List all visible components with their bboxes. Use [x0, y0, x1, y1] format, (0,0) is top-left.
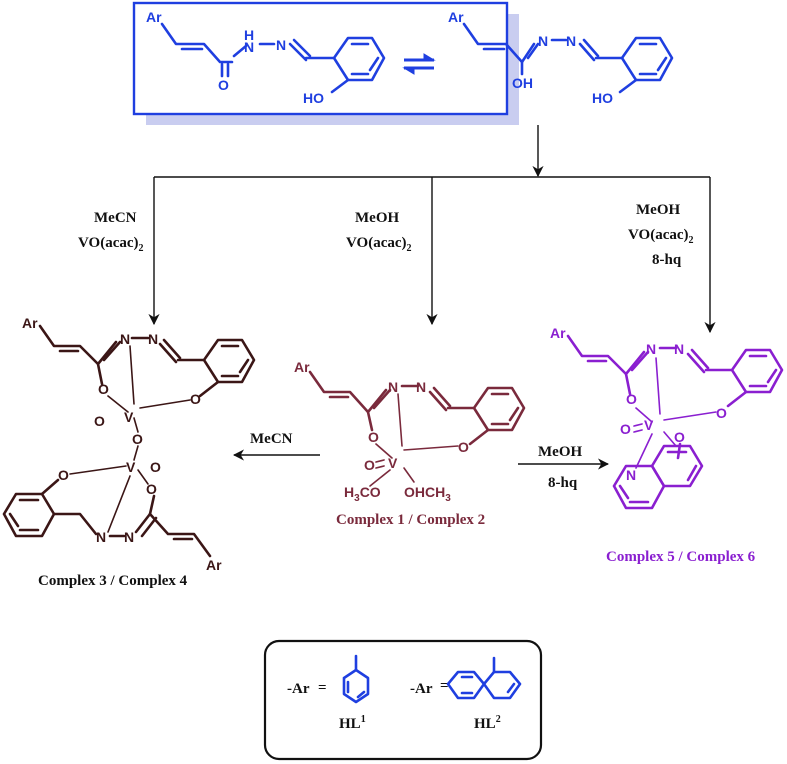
- nitrogen-label: N: [674, 341, 684, 357]
- phenol-label: HO: [592, 90, 613, 106]
- condition-solvent: MeCN: [94, 210, 137, 226]
- legend-ar-prefix: -Ar: [410, 681, 433, 697]
- phenol-label: HO: [303, 90, 324, 106]
- oxygen-label: O: [98, 381, 109, 397]
- legend-hl2: HL2: [474, 714, 501, 732]
- aryl-label: Ar: [550, 325, 566, 341]
- oxygen-label: O: [190, 391, 201, 407]
- condition-reagent: VO(acac)2: [346, 235, 412, 254]
- ligand-box: Ar H N N O HO: [132, 1, 674, 125]
- conditions-middle: MeOH VO(acac)2: [346, 210, 412, 254]
- vanadium-label: V: [124, 409, 134, 425]
- equilibrium-arrows-icon: [402, 53, 436, 75]
- enolate-oxygen-label: O: [368, 429, 379, 445]
- nitrogen-label: N: [388, 379, 398, 395]
- complex-3-4-structure: [2, 324, 256, 558]
- condition-solvent: MeOH: [636, 202, 680, 218]
- hydroxyquinoline-oxygen-label: O: [674, 429, 685, 445]
- condition-solvent: MeOH: [538, 444, 582, 460]
- aryl-label: Ar: [448, 9, 464, 25]
- nitrogen-label: N: [124, 529, 134, 545]
- aryl-legend: -Ar = HL1 -Ar = HL2: [263, 639, 543, 761]
- aryl-label: Ar: [294, 359, 310, 375]
- vanadium-label: V: [644, 417, 654, 433]
- aryl-label: Ar: [22, 315, 38, 331]
- aryl-label: Ar: [146, 9, 162, 25]
- nitrogen-label: N: [120, 331, 130, 347]
- condition-solvent: MeOH: [355, 210, 399, 226]
- nh-hydrogen-label: H: [244, 27, 254, 43]
- oxygen-label: O: [58, 467, 69, 483]
- methoxy-label: H3CO: [344, 484, 381, 504]
- enol-hydroxyl-label: OH: [512, 75, 533, 91]
- condition-reagent: VO(acac)2: [78, 235, 144, 254]
- complex-5-6-structure: [566, 334, 784, 510]
- vanadium-label: V: [388, 455, 398, 471]
- legend-equals: =: [440, 678, 449, 694]
- vanadium-label: V: [126, 459, 136, 475]
- complex-3-4-caption: Complex 3 / Complex 4: [38, 573, 188, 589]
- legend-frame: [263, 639, 543, 761]
- condition-reagent: VO(acac)2: [628, 227, 694, 246]
- complex-1-2-structure: [308, 370, 526, 487]
- ligand-keto-structure: [160, 22, 386, 94]
- oxygen-label: O: [626, 391, 637, 407]
- complex-5-6-labels: Ar N N O O O V O N: [550, 325, 727, 483]
- oxygen-label: O: [716, 405, 727, 421]
- complex-1-2-caption: Complex 1 / Complex 2: [336, 512, 485, 528]
- oxo-oxygen-label: O: [94, 413, 105, 429]
- reaction-arrows: [148, 125, 716, 470]
- enol-nitrogen-label: N: [538, 33, 548, 49]
- nitrogen-label: N: [646, 341, 656, 357]
- conditions-left: MeCN VO(acac)2: [78, 210, 144, 254]
- imine-nitrogen-label: N: [276, 37, 286, 53]
- nitrogen-label: N: [148, 331, 158, 347]
- oxygen-label: O: [146, 481, 157, 497]
- ligand-enol-structure: [462, 22, 674, 94]
- complex-3-4-labels: Ar N N O O O V O V O O O N N Ar: [22, 315, 222, 573]
- complex-5-6-caption: Complex 5 / Complex 6: [606, 549, 756, 565]
- oxo-oxygen-label: O: [620, 421, 631, 437]
- oxo-oxygen-label: O: [150, 459, 161, 475]
- complex-1-2-labels: Ar N N O O O V H3CO OHCH3: [294, 359, 469, 504]
- oxo-oxygen-label: O: [364, 457, 375, 473]
- bridging-oxygen-label: O: [132, 431, 143, 447]
- legend-equals: =: [318, 680, 327, 696]
- condition-to-left: MeCN: [250, 431, 293, 447]
- conditions-right: MeOH VO(acac)2 8-hq: [628, 202, 694, 268]
- methanol-label: OHCH3: [404, 484, 451, 504]
- carbonyl-oxygen-label: O: [218, 77, 229, 93]
- condition-coligand: 8-hq: [548, 475, 578, 491]
- condition-coligand: 8-hq: [652, 252, 682, 268]
- legend-ar-prefix: -Ar: [287, 681, 310, 697]
- quinoline-nitrogen-label: N: [626, 467, 636, 483]
- phenyl-ring-icon: [342, 654, 370, 704]
- aryl-label: Ar: [206, 557, 222, 573]
- amide-nitrogen-label: N: [244, 39, 254, 55]
- naphthyl-ring-icon: [446, 656, 522, 700]
- phenolate-oxygen-label: O: [458, 439, 469, 455]
- nitrogen-label: N: [416, 379, 426, 395]
- ligand-keto-labels: Ar H N N O HO: [146, 9, 324, 106]
- imine-nitrogen-label: N: [566, 33, 576, 49]
- conditions-to-right: MeOH 8-hq: [538, 444, 582, 491]
- legend-hl1: HL1: [339, 714, 366, 732]
- nitrogen-label: N: [96, 529, 106, 545]
- ligand-enol-labels: Ar N N OH HO: [448, 9, 613, 106]
